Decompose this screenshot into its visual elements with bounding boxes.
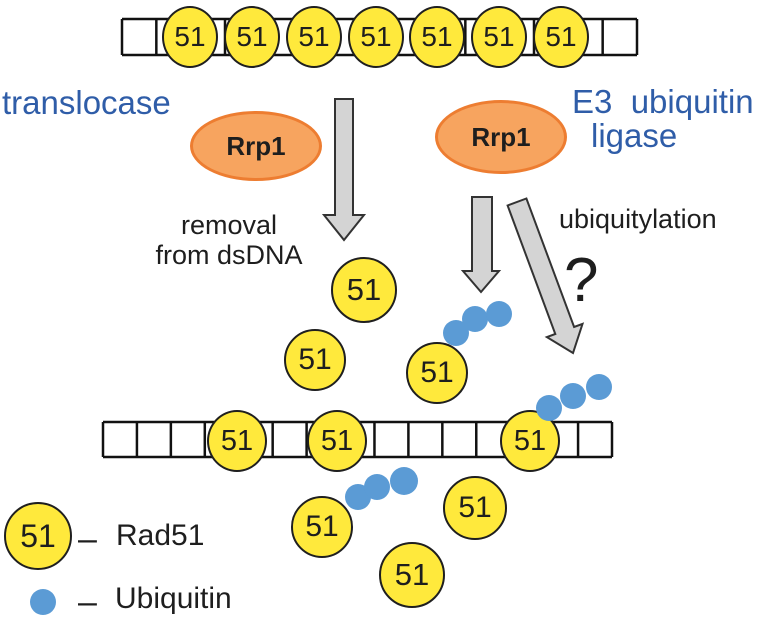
ubiquitin-circle [560,383,586,409]
ubiquitylation-diagonal-arrow [506,197,585,355]
e3-ubiquitin-ligase-label-line1: E3 ubiquitin [572,83,754,120]
rad51-circle: 51 [379,542,445,608]
rad51-circle: 51 [409,6,465,68]
rad51-circle: 51 [307,410,367,472]
translocase-label: translocase [2,84,171,121]
legend-rad51-label: Rad51 [116,519,205,552]
legend-dash-ubiquitin: – [78,583,97,621]
rrp1-ellipse: Rrp1 [190,111,322,181]
ubiquitin-circle [30,589,56,615]
rad51-circle: 51 [291,496,353,558]
ubiquitylation-down-arrow [460,196,502,294]
translocase-down-arrow [321,98,367,242]
question-mark: ? [564,246,599,315]
rad51-circle: 51 [533,6,589,68]
rad51-circle: 51 [331,257,397,323]
rad51-circle: 51 [348,6,404,68]
rad51-circle: 51 [162,6,218,68]
rad51-circle: 51 [443,476,507,540]
rad51-circle: 51 [286,6,342,68]
rad51-circle: 51 [4,502,72,570]
ubiquitin-circle [586,374,612,400]
ubiquitin-circle [536,395,562,421]
ubiquitin-circle [462,306,488,332]
ubiquitylation-label: ubiquitylation [559,204,717,234]
removal-label-line1: removal [180,210,278,240]
ubiquitin-circle [364,474,390,500]
rad51-circle: 51 [224,6,280,68]
rad51-circle: 51 [471,6,527,68]
rrp1-ellipse: Rrp1 [435,100,567,174]
legend-ubiquitin-label: Ubiquitin [115,582,232,615]
rad51-circle: 51 [406,342,468,404]
legend-dash-rad51: – [78,520,97,558]
ubiquitin-circle [486,301,512,327]
rad51-circle: 51 [207,410,267,472]
ubiquitin-circle [390,467,418,495]
removal-label-line2: from dsDNA [155,240,303,270]
e3-ubiquitin-ligase-label-line2: ligase [591,117,678,154]
rad51-circle: 51 [284,329,346,391]
